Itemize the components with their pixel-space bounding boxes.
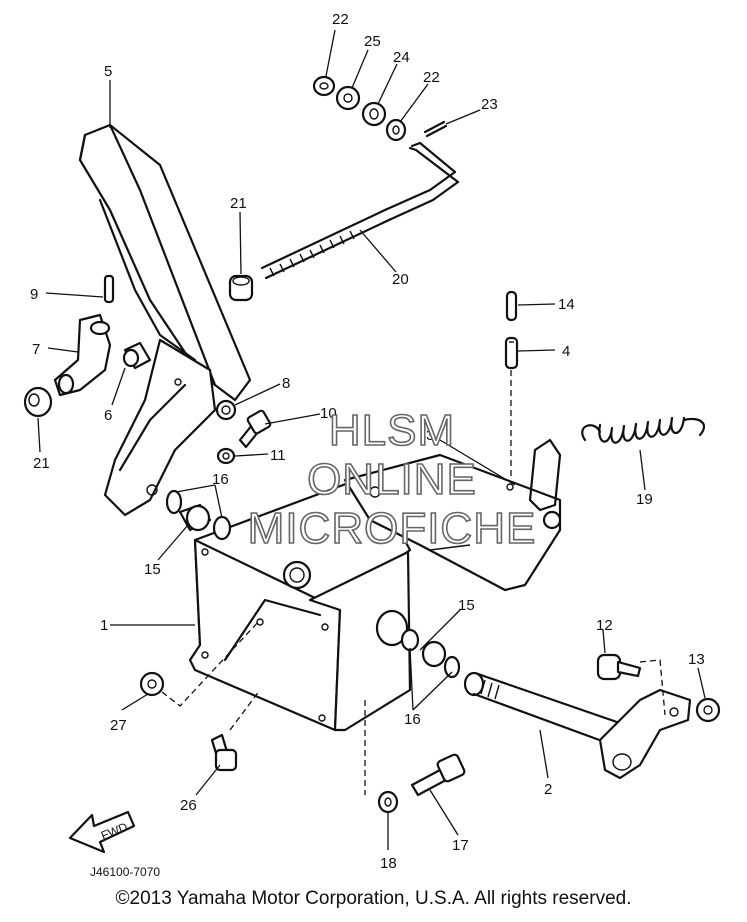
label-part-18: 18 xyxy=(380,855,397,872)
watermark-line-1: HLSM xyxy=(329,406,455,455)
nut-part-27 xyxy=(139,671,165,697)
label-part-21-left: 21 xyxy=(33,455,50,472)
watermark: HLSM ONLINE MICROFICHE xyxy=(247,405,537,554)
spring-part-19 xyxy=(581,416,706,444)
label-part-17: 17 xyxy=(452,837,469,854)
label-part-2: 2 xyxy=(544,781,552,798)
label-part-22-b: 22 xyxy=(423,69,440,86)
collar-part-15-right xyxy=(375,609,461,679)
bushing-part-24 xyxy=(361,101,387,127)
washer-part-25 xyxy=(335,85,361,111)
label-part-21-top: 21 xyxy=(230,195,247,212)
label-part-9: 9 xyxy=(30,286,38,303)
nut-part-8 xyxy=(215,399,237,421)
label-part-15-right: 15 xyxy=(458,597,475,614)
cotter-pin-part-23 xyxy=(423,120,448,138)
part-number-labels: 5 9 7 6 21 21 8 10 11 16 15 1 20 22 25 2… xyxy=(30,11,705,872)
label-part-15-left: 15 xyxy=(144,561,161,578)
bolt-part-26 xyxy=(210,733,238,772)
watermark-line-2: ONLINE xyxy=(307,455,477,504)
pin-part-4 xyxy=(504,336,519,370)
drawing-code: J46100-7070 xyxy=(90,865,160,879)
label-part-12: 12 xyxy=(596,617,613,634)
lever-plate-part-3 xyxy=(343,438,562,592)
pin-part-14 xyxy=(505,290,518,322)
main-bracket-part-1 xyxy=(188,473,412,732)
label-part-13: 13 xyxy=(688,651,705,668)
label-part-3: 3 xyxy=(426,427,434,444)
shaft-part-2 xyxy=(463,671,692,780)
label-part-19: 19 xyxy=(636,491,653,508)
label-part-6: 6 xyxy=(104,407,112,424)
label-part-16-right: 16 xyxy=(404,711,421,728)
washer-part-11 xyxy=(216,447,236,465)
label-part-20: 20 xyxy=(392,271,409,288)
pedal-arm-part-5 xyxy=(78,123,252,517)
bolt-part-10 xyxy=(238,409,272,449)
washer-part-22-a xyxy=(312,75,336,97)
label-part-25: 25 xyxy=(364,33,381,50)
collar-part-15-left xyxy=(165,489,232,541)
label-part-27: 27 xyxy=(110,717,127,734)
label-part-1: 1 xyxy=(100,617,108,634)
washer-part-18 xyxy=(377,790,399,814)
copyright-notice: ©2013 Yamaha Motor Corporation, U.S.A. A… xyxy=(115,888,632,909)
label-part-23: 23 xyxy=(481,96,498,113)
label-part-24: 24 xyxy=(393,49,410,66)
nut-part-13 xyxy=(695,697,721,723)
assembly-lines xyxy=(161,370,666,795)
label-part-4: 4 xyxy=(562,343,570,360)
collar-part-6 xyxy=(122,341,152,370)
washer-part-22-b xyxy=(385,118,407,142)
nut-part-21-top xyxy=(228,274,254,302)
label-part-10: 10 xyxy=(320,405,337,422)
label-part-22-a: 22 xyxy=(332,11,349,28)
label-part-26: 26 xyxy=(180,797,197,814)
label-part-8: 8 xyxy=(282,375,290,392)
bolt-part-17 xyxy=(410,753,466,797)
nut-part-21-left xyxy=(23,386,53,418)
bolt-part-12 xyxy=(596,653,642,681)
pin-part-9 xyxy=(103,274,115,304)
label-part-11: 11 xyxy=(270,447,286,464)
leader-lines xyxy=(37,29,706,850)
watermark-line-3: MICROFICHE xyxy=(248,504,537,553)
fwd-arrow-icon: FWD xyxy=(68,810,136,854)
bracket-part-7 xyxy=(53,313,112,397)
label-part-14: 14 xyxy=(558,296,575,313)
label-part-5: 5 xyxy=(104,63,112,80)
rod-part-20 xyxy=(260,141,460,280)
label-part-7: 7 xyxy=(32,341,40,358)
label-part-16-left: 16 xyxy=(212,471,229,488)
